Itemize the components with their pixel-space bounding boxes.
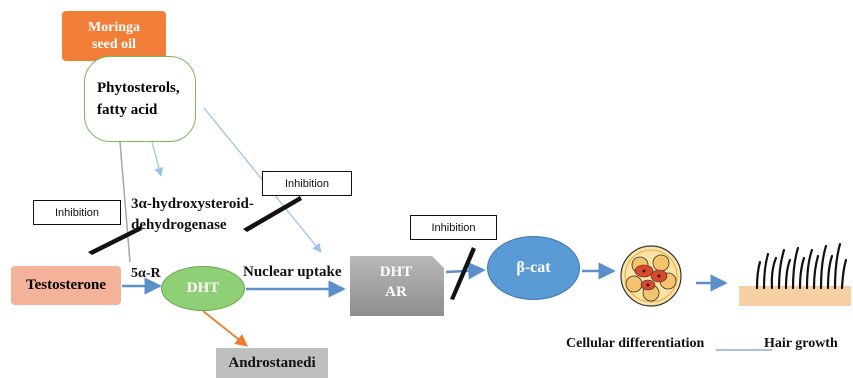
connector-line	[119, 141, 131, 263]
inhibition-bar-2	[243, 196, 302, 232]
inhibition-bar-3	[450, 247, 476, 300]
phyto-to-enzyme-arrow	[151, 141, 164, 177]
dht-to-andro-arrow	[202, 310, 248, 347]
moringa-oil-box: Moringa seed oil	[62, 11, 166, 61]
dht-ar-box	[350, 256, 444, 316]
inhibition-box-3: Inhibition	[410, 215, 497, 240]
inhibition-bar-1	[88, 226, 142, 255]
dht-ar-label: DHT AR	[352, 262, 440, 302]
inhibition-box-1: Inhibition	[33, 200, 121, 225]
phytosterols-box: Phytosterols, fatty acid	[84, 56, 196, 142]
androstanediol-box: Androstanedi	[216, 348, 328, 378]
nuclear-uptake-label: Nuclear uptake	[243, 264, 342, 280]
five-alpha-reductase-label: 5α-R	[131, 266, 161, 281]
dht-ellipse: DHT	[161, 266, 245, 311]
cell-cluster-icon	[620, 245, 682, 307]
cellular-differentiation-label: Cellular differentiation	[566, 336, 705, 351]
phytosterols-label: Phytosterols, fatty acid	[97, 80, 180, 118]
moringa-label: Moringa seed oil	[87, 20, 141, 52]
hair-growth-label: Hair growth	[764, 336, 838, 351]
dht-ar-line1: DHT	[379, 264, 413, 280]
inhibition-box-2: Inhibition	[262, 171, 352, 196]
enzyme-label: 3α-hydroxysteroid-dehydrogenase	[131, 196, 254, 233]
testosterone-box: Testosterone	[11, 266, 121, 305]
hair-follicle-icon	[739, 242, 851, 306]
beta-catenin-ellipse: β-cat	[487, 236, 580, 300]
dht-ar-line2: AR	[385, 284, 407, 300]
